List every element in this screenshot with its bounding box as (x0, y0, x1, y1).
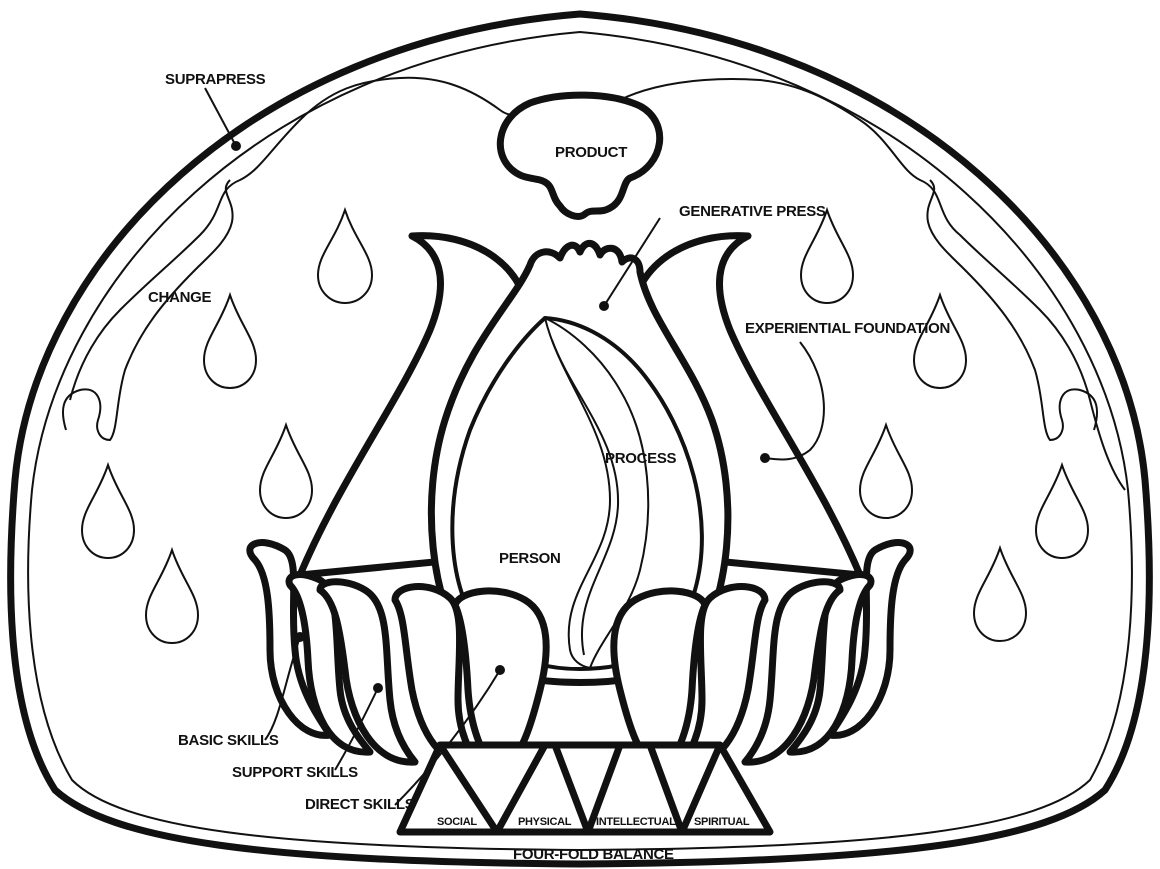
label-product: PRODUCT (555, 144, 627, 161)
balance-physical: PHYSICAL (518, 816, 572, 828)
balance-social: SOCIAL (437, 816, 477, 828)
label-direct-skills: DIRECT SKILLS (305, 796, 415, 813)
drop (260, 425, 312, 518)
label-support-skills: SUPPORT SKILLS (232, 764, 358, 781)
label-suprapress: SUPRAPRESS (165, 71, 266, 88)
direct-skills-dot (495, 665, 505, 675)
label-process: PROCESS (605, 450, 677, 467)
label-generative-press: GENERATIVE PRESS (679, 203, 826, 220)
drop (860, 425, 912, 518)
drop (974, 548, 1026, 641)
drop (204, 295, 256, 388)
support-skills-dot (373, 683, 383, 693)
change-wave-inner (63, 180, 233, 440)
drop (82, 465, 134, 558)
suprapress-dot (231, 141, 241, 151)
change-wave-inner-right (927, 180, 1097, 440)
label-change: CHANGE (148, 289, 211, 306)
basic-skills-dot (295, 632, 305, 642)
generative-press-dot (599, 301, 609, 311)
drop (801, 210, 853, 303)
experiential-dot (760, 453, 770, 463)
drop (914, 295, 966, 388)
drop (1036, 465, 1088, 558)
balance-spiritual: SPIRITUAL (694, 816, 750, 828)
balance-intellectual: INTELLECTUAL (596, 816, 676, 828)
drop (146, 550, 198, 643)
label-experiential-foundation: EXPERIENTIAL FOUNDATION (745, 320, 950, 337)
label-person: PERSON (499, 550, 561, 567)
label-four-fold-balance: FOUR-FOLD BALANCE (513, 846, 674, 863)
suprapress-leader (205, 88, 236, 146)
label-basic-skills: BASIC SKILLS (178, 732, 279, 749)
drop (318, 210, 372, 303)
